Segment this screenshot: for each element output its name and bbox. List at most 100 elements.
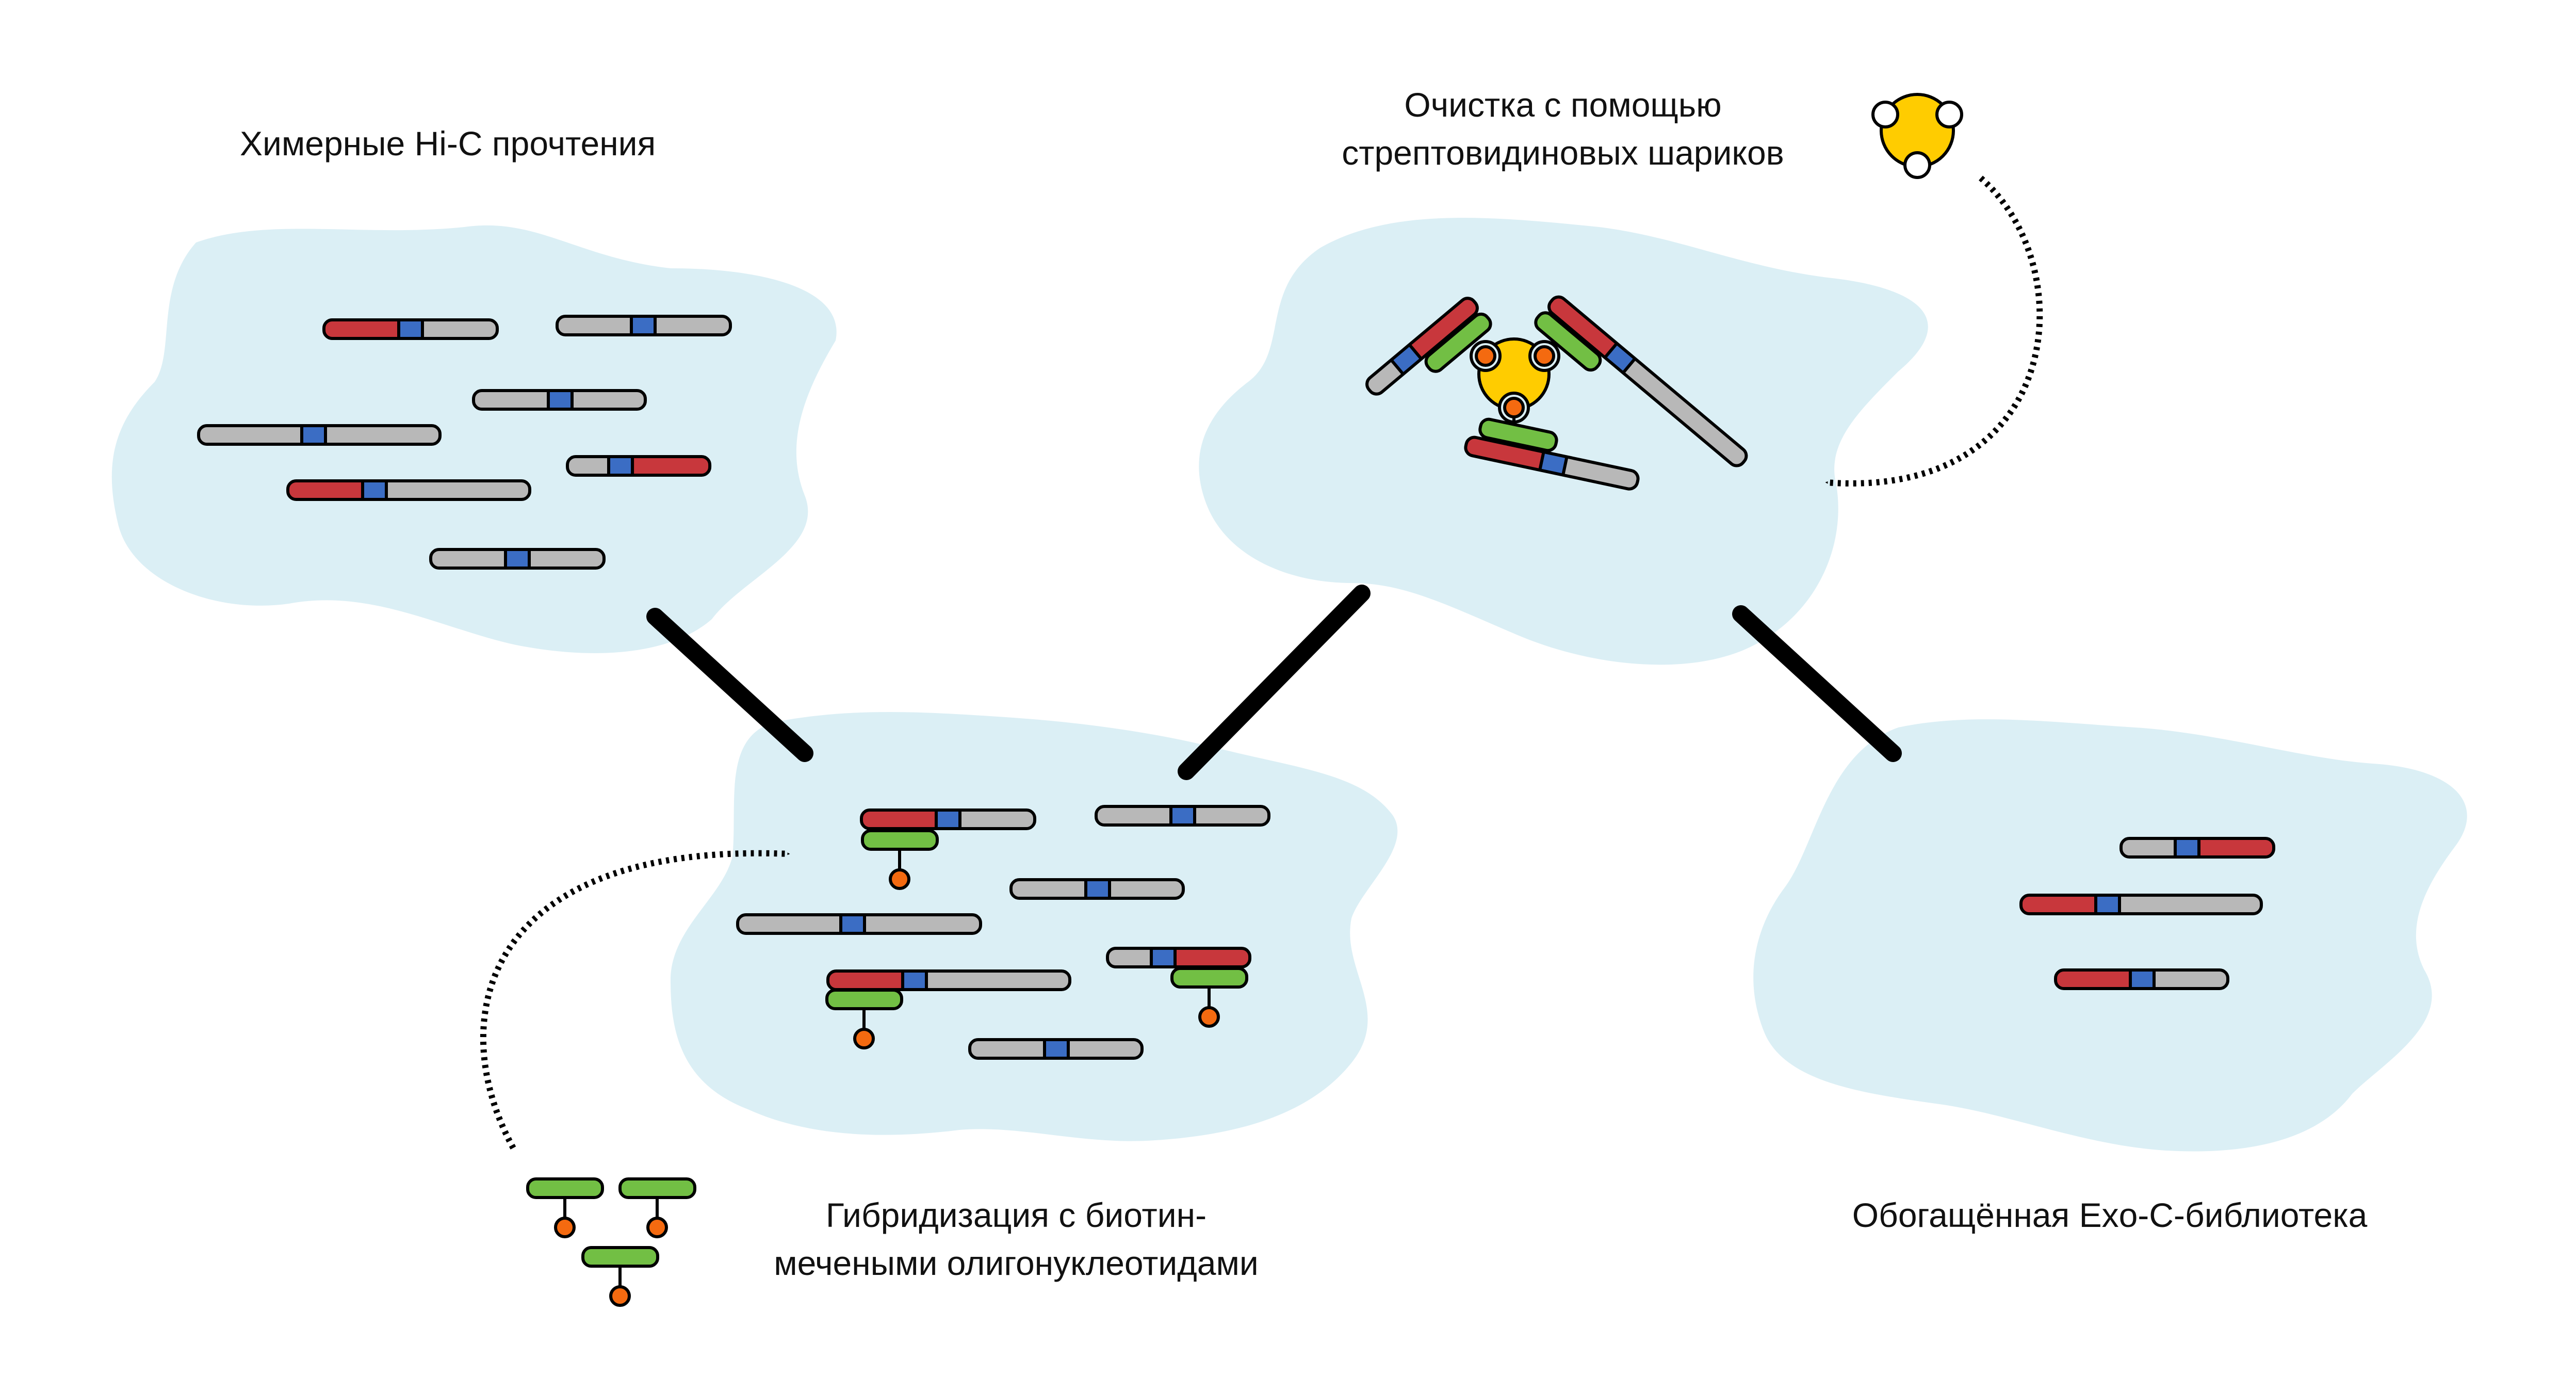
blue-segment (1086, 880, 1110, 898)
caption-hybridization-line2: мечеными олигонуклеотидами (774, 1244, 1259, 1282)
red-segment (324, 320, 399, 338)
blue-segment (936, 810, 960, 829)
dna-fragment-icon (2054, 968, 2229, 990)
grey-segment (199, 426, 302, 444)
biotin-tag-icon (889, 868, 910, 890)
blue-segment (399, 320, 422, 338)
caption-chimeric-reads: Химерные Hi-C прочтения (240, 124, 656, 163)
blue-segment (1045, 1040, 1068, 1058)
grey-segment (325, 426, 440, 444)
dna-fragment-icon (860, 808, 1036, 830)
dna-fragments-layer (197, 93, 2275, 1307)
panel-enriched-library-cloud (1753, 719, 2467, 1152)
grey-segment (2120, 895, 2261, 914)
grey-segment (567, 457, 609, 475)
dotted-arrow-bead-icon (1825, 175, 2043, 487)
red-segment (1175, 948, 1250, 967)
grey-segment (926, 971, 1070, 990)
grey-segment (1107, 948, 1151, 967)
blue-segment (1540, 451, 1567, 475)
biotin-tag-icon (646, 1217, 668, 1238)
grey-segment (1363, 360, 1404, 398)
biotin-tag-icon (853, 1028, 875, 1049)
blue-segment (1151, 948, 1175, 967)
dna-fragment-icon (968, 1038, 1144, 1060)
dna-fragment-icon (826, 969, 1071, 991)
grey-segment (865, 915, 981, 933)
probe-oligo-icon (581, 1246, 659, 1307)
dna-fragment-icon (2120, 837, 2275, 859)
biotin-tag-icon (609, 1285, 631, 1307)
red-segment (632, 457, 710, 475)
captured-fragment-bottom-icon (1464, 417, 1640, 491)
dna-fragment-icon (197, 424, 442, 446)
streptavidin-bead-icon (1470, 337, 1560, 436)
blue-segment (2175, 838, 2199, 857)
blue-segment (548, 391, 572, 409)
panel-purification-cloud (1199, 218, 1928, 665)
caption-purification-line1: Очистка с помощью (1404, 86, 1722, 124)
grey-segment (970, 1040, 1045, 1058)
free-streptavidin-bead-icon (1871, 93, 1963, 179)
dna-fragment-icon (429, 548, 606, 570)
caption-hybridization-line1: Гибридизация с биотин- (825, 1196, 1207, 1234)
probe-oligo-icon (1170, 967, 1248, 1028)
dna-fragment-icon (1009, 878, 1185, 900)
dotted-arrow-probes-icon (480, 850, 790, 1150)
grey-segment (2154, 970, 2228, 989)
grey-segment (1096, 806, 1171, 825)
dna-fragment-icon (566, 455, 712, 477)
biotin-tag-icon (1198, 1006, 1220, 1028)
grey-segment (1011, 880, 1086, 898)
red-segment (1464, 435, 1544, 471)
red-segment (861, 810, 936, 829)
caption-purification-line2: стрептовидиновых шариков (1342, 134, 1784, 172)
red-segment (2199, 838, 2274, 857)
dna-fragment-icon (472, 389, 647, 411)
blue-segment (506, 549, 529, 568)
captured-fragment-right-icon (1534, 294, 1750, 470)
grey-segment (572, 391, 645, 409)
grey-segment (1563, 457, 1640, 491)
grey-segment (2121, 838, 2175, 857)
blue-segment (1171, 806, 1195, 825)
dna-fragment-icon (2019, 894, 2263, 915)
grey-segment (960, 810, 1035, 829)
grey-segment (557, 316, 631, 335)
grey-segment (738, 915, 841, 933)
blue-segment (903, 971, 926, 990)
grey-segment (1623, 359, 1750, 470)
red-segment (2056, 970, 2130, 989)
blue-segment (2096, 895, 2120, 914)
red-segment (828, 971, 903, 990)
dna-fragment-icon (286, 479, 531, 501)
grey-segment (474, 391, 548, 409)
dna-fragment-icon (556, 315, 732, 336)
process-arrow-2-icon (1178, 585, 1371, 780)
grey-segment (1110, 880, 1183, 898)
dna-fragment-icon (322, 318, 499, 340)
biotin-tag-icon (554, 1217, 576, 1238)
blue-segment (841, 915, 865, 933)
probe-oligo-icon (861, 829, 939, 890)
grey-segment (386, 481, 530, 499)
dna-fragment-icon (1106, 947, 1251, 968)
blue-segment (609, 457, 632, 475)
captured-fragment-left-icon (1363, 295, 1492, 398)
grey-segment (529, 549, 604, 568)
probe-oligo-icon (526, 1177, 604, 1238)
caption-enriched-library: Обогащённая Exo-C-библиотека (1852, 1196, 2368, 1234)
red-segment (1545, 294, 1617, 358)
red-segment (288, 481, 363, 499)
blue-segment (302, 426, 325, 444)
grey-segment (1068, 1040, 1142, 1058)
blue-segment (363, 481, 386, 499)
grey-segment (431, 549, 506, 568)
grey-segment (655, 316, 730, 335)
probe-oligo-icon (825, 989, 903, 1049)
process-arrow-1-icon (646, 608, 813, 762)
blue-segment (631, 316, 655, 335)
probe-oligo-icon (618, 1177, 696, 1238)
grey-segment (1195, 806, 1269, 825)
